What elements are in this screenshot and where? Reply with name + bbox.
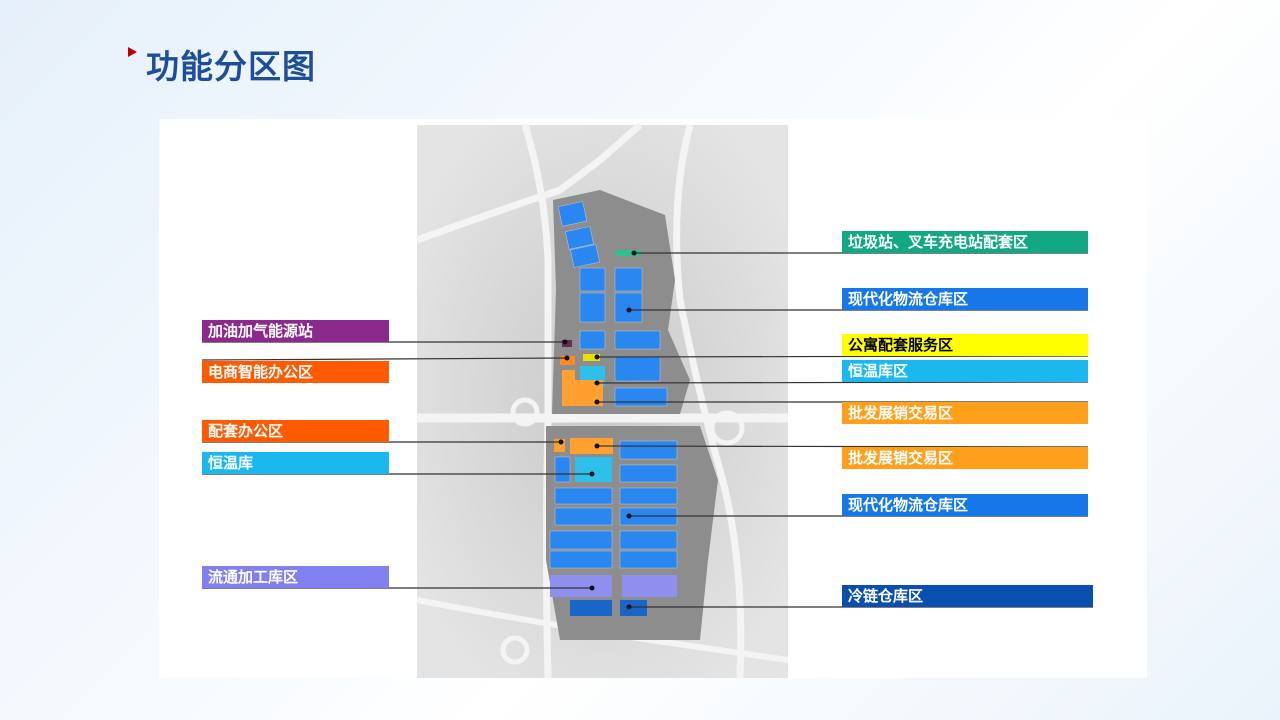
marker-dots [558, 250, 637, 610]
label-constant-temp-area: 恒温库区 [842, 360, 1088, 382]
processing-building-2 [622, 575, 677, 597]
wholesale-building-south [570, 438, 613, 454]
apartment-building [583, 354, 600, 361]
cold-chain-building-2 [620, 600, 647, 616]
label-constant-temp: 恒温库 [202, 452, 389, 474]
ecommerce-office-building [560, 356, 575, 365]
label-support-office: 配套办公区 [202, 420, 389, 442]
label-apartment: 公寓配套服务区 [842, 334, 1088, 356]
cold-chain-building-1 [570, 600, 612, 616]
label-gas-station: 加油加气能源站 [202, 320, 389, 342]
label-logistics-south: 现代化物流仓库区 [842, 494, 1088, 516]
roads [415, 122, 789, 679]
label-wholesale-south: 批发展销交易区 [842, 447, 1088, 469]
office-building-south [554, 439, 565, 452]
label-logistics-north: 现代化物流仓库区 [842, 288, 1088, 310]
label-ecommerce-office: 电商智能办公区 [202, 361, 389, 383]
constant-temp-building-south [575, 457, 612, 482]
leader-lines [201, 252, 1093, 608]
page-title: 功能分区图 [146, 47, 316, 86]
label-wholesale-north: 批发展销交易区 [842, 402, 1088, 424]
label-garbage-station: 垃圾站、叉车充电站配套区 [842, 231, 1088, 253]
wholesale-building-north [562, 370, 603, 406]
processing-building-1 [550, 575, 612, 597]
garbage-station-building [616, 250, 640, 256]
label-cold-chain: 冷链仓库区 [842, 585, 1093, 607]
title-marker-icon [128, 47, 137, 57]
label-processing: 流通加工库区 [202, 566, 389, 588]
